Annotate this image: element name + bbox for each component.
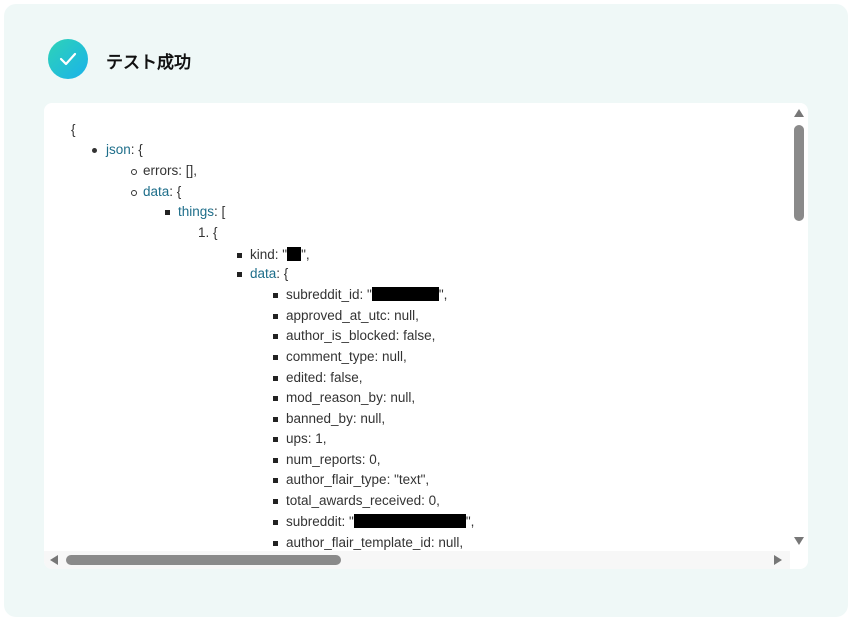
field-item: comment_type: null,	[273, 348, 407, 366]
bullet-icon	[273, 499, 278, 504]
bullet-icon	[237, 272, 242, 277]
json-output-viewer[interactable]: { json: { errors: [], data: { things: [ …	[44, 103, 808, 569]
field-text: banned_by: null,	[286, 411, 386, 426]
bullet-icon	[273, 458, 278, 463]
inner-data-key: data	[250, 266, 277, 281]
field-text: total_awards_received: 0,	[286, 493, 440, 508]
open-brace: {	[71, 122, 76, 137]
bullet-icon	[273, 437, 278, 442]
errors-node: errors: [],	[131, 162, 198, 180]
bullet-icon	[92, 148, 97, 153]
field-item: author_flair_type: "text",	[273, 471, 430, 489]
field-item: edited: false,	[273, 369, 363, 387]
bullet-icon	[273, 478, 278, 483]
json-key: json	[106, 142, 131, 157]
kind-prefix: kind: "	[250, 247, 288, 262]
json-node: json: {	[92, 141, 143, 159]
redacted-value	[371, 287, 439, 301]
bullet-icon	[273, 520, 278, 525]
field-item: total_awards_received: 0,	[273, 492, 440, 510]
horizontal-scrollbar[interactable]	[44, 551, 790, 569]
inner-data-node: data: {	[237, 265, 289, 283]
bullet-icon	[273, 376, 278, 381]
kind-suffix: ",	[301, 247, 310, 262]
vertical-scroll-thumb[interactable]	[794, 125, 804, 221]
field-text: comment_type: null,	[286, 349, 407, 364]
field-text: edited: false,	[286, 370, 363, 385]
data-key: data	[143, 184, 170, 199]
redacted-value	[353, 514, 466, 528]
field-item: author_flair_template_id: null,	[273, 534, 464, 551]
data-node: data: {	[131, 183, 182, 201]
scroll-down-icon[interactable]	[794, 537, 804, 545]
bullet-icon	[273, 396, 278, 401]
bullet-icon	[131, 190, 137, 196]
field-text: author_flair_template_id: null,	[286, 535, 464, 550]
bullet-icon	[237, 253, 242, 258]
things-key: things	[178, 204, 215, 219]
bullet-icon	[273, 417, 278, 422]
bullet-icon	[273, 334, 278, 339]
field-item: approved_at_utc: null,	[273, 307, 419, 325]
subreddit-id-prefix: subreddit_id: "	[286, 287, 372, 302]
field-item: ups: 1,	[273, 430, 327, 448]
field-item: banned_by: null,	[273, 410, 386, 428]
field-text: num_reports: 0,	[286, 452, 381, 467]
bullet-icon	[273, 541, 278, 546]
scroll-left-icon[interactable]	[50, 555, 58, 565]
bullet-icon	[273, 293, 278, 298]
things-node: things: [	[165, 203, 226, 221]
subreddit-prefix: subreddit: "	[286, 514, 354, 529]
subreddit-node: subreddit: " ",	[273, 513, 475, 531]
inner-data-suffix: : {	[276, 266, 289, 281]
subreddit-id-node: subreddit_id: " ",	[273, 286, 448, 304]
bullet-icon	[165, 210, 170, 215]
data-suffix: : {	[169, 184, 182, 199]
json-tree: { json: { errors: [], data: { things: [ …	[44, 103, 790, 551]
vertical-scrollbar[interactable]	[790, 103, 808, 551]
field-text: author_is_blocked: false,	[286, 328, 436, 343]
json-suffix: : {	[130, 142, 143, 157]
result-title: テスト成功	[106, 53, 191, 72]
field-item: num_reports: 0,	[273, 451, 381, 469]
errors-text: errors: [],	[143, 163, 198, 178]
item-index: 1. {	[198, 225, 218, 240]
field-text: approved_at_utc: null,	[286, 308, 419, 323]
things-suffix: : [	[214, 204, 226, 219]
scroll-right-icon[interactable]	[774, 555, 782, 565]
field-text: ups: 1,	[286, 431, 327, 446]
field-text: author_flair_type: "text",	[286, 472, 430, 487]
redacted-value	[287, 247, 302, 261]
horizontal-scroll-thumb[interactable]	[66, 555, 341, 565]
bullet-icon	[273, 314, 278, 319]
kind-node: kind: " ",	[237, 246, 310, 264]
field-item: author_is_blocked: false,	[273, 327, 436, 345]
field-text: mod_reason_by: null,	[286, 390, 416, 405]
subreddit-id-suffix: ",	[438, 287, 448, 302]
field-item: mod_reason_by: null,	[273, 389, 416, 407]
bullet-icon	[273, 355, 278, 360]
scroll-up-icon[interactable]	[794, 109, 804, 117]
success-check-icon	[48, 39, 88, 79]
subreddit-suffix: ",	[465, 514, 475, 529]
bullet-icon	[131, 169, 137, 175]
